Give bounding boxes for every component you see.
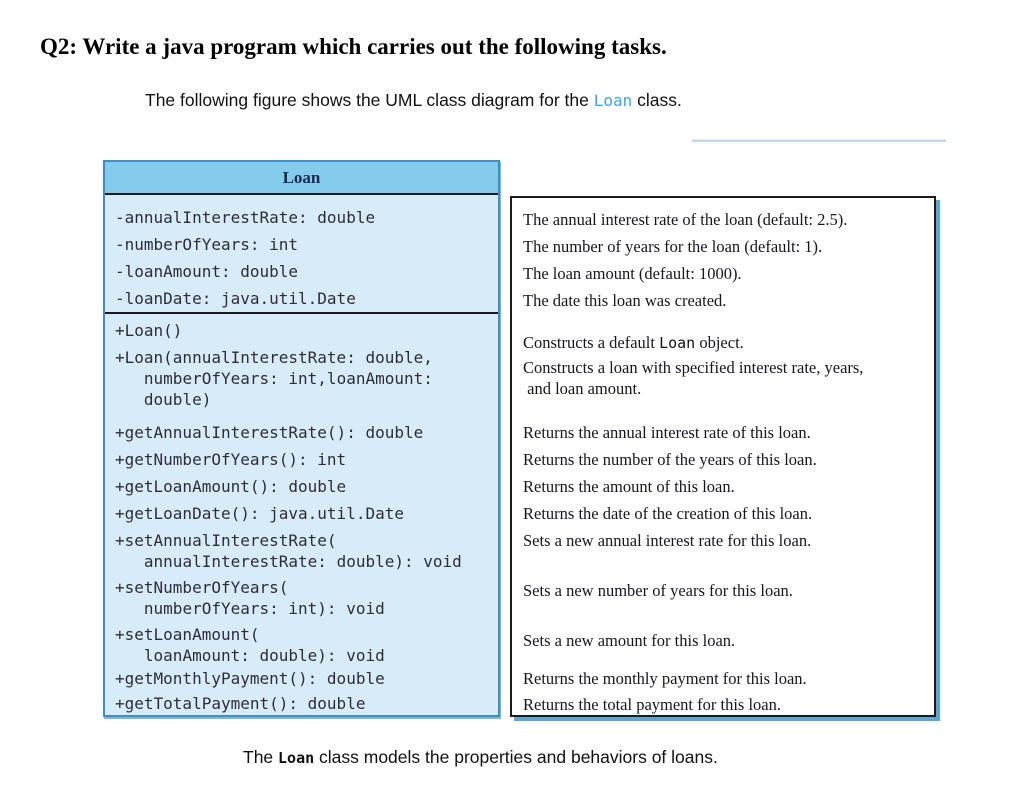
description-row: Sets a new amount for this loan.: [523, 630, 930, 652]
loan-class-reference: Loan: [593, 91, 633, 110]
figure-intro-suffix: class.: [632, 90, 682, 110]
description-box: The annual interest rate of the loan (de…: [510, 196, 936, 717]
description-row: Returns the date of the creation of this…: [523, 503, 930, 525]
description-text: Sets a new annual interest rate for this…: [523, 531, 812, 550]
description-row: Sets a new annual interest rate for this…: [523, 530, 930, 552]
uml-class-name: Loan: [105, 162, 498, 195]
description-row: Returns the total payment for this loan.: [523, 694, 930, 716]
description-row: The loan amount (default: 1000).: [523, 263, 930, 285]
description-text: Constructs a loan with specified interes…: [523, 358, 864, 398]
description-row: The annual interest rate of the loan (de…: [523, 209, 930, 231]
description-row: Constructs a loan with specified interes…: [523, 357, 930, 400]
description-row: The number of years for the loan (defaul…: [523, 236, 930, 258]
description-text: Returns the annual interest rate of this…: [523, 423, 811, 442]
uml-attribute: -annualInterestRate: double: [115, 208, 376, 227]
uml-class-box: Loan -annualInterestRate: double -number…: [103, 160, 500, 717]
description-text: The loan amount (default: 1000).: [523, 264, 742, 283]
uml-attribute: -loanDate: java.util.Date: [115, 289, 356, 308]
description-text: Returns the number of the years of this …: [523, 450, 817, 469]
description-text: The number of years for the loan (defaul…: [523, 237, 823, 256]
description-text: Sets a new amount for this loan.: [523, 631, 736, 650]
inline-code: Loan: [659, 334, 696, 352]
uml-section-separator: [105, 312, 498, 314]
description-text: Returns the date of the creation of this…: [523, 504, 813, 523]
caption-suffix: class models the properties and behavior…: [314, 747, 718, 767]
uml-method: +getLoanDate(): java.util.Date: [115, 504, 404, 523]
uml-method: +getTotalPayment(): double: [115, 694, 366, 713]
description-text: The annual interest rate of the loan (de…: [523, 210, 848, 229]
description-text: The date this loan was created.: [523, 291, 727, 310]
description-text: Returns the monthly payment for this loa…: [523, 669, 807, 688]
uml-method: +Loan(): [115, 321, 183, 340]
description-text: Returns the total payment for this loan.: [523, 695, 781, 714]
uml-method: +setAnnualInterestRate( annualInterestRa…: [115, 531, 462, 571]
figure-caption: The Loan class models the properties and…: [243, 747, 718, 768]
description-text: object.: [695, 333, 744, 352]
uml-method: +setNumberOfYears( numberOfYears: int): …: [115, 578, 385, 618]
description-row: Sets a new number of years for this loan…: [523, 580, 930, 602]
description-row: Returns the monthly payment for this loa…: [523, 668, 930, 690]
uml-method: +Loan(annualInterestRate: double, number…: [115, 348, 433, 409]
uml-attribute: -loanAmount: double: [115, 262, 299, 281]
description-text: Returns the amount of this loan.: [523, 477, 735, 496]
decorative-divider-line: [692, 140, 946, 142]
question-title: Q2: Write a java program which carries o…: [40, 34, 667, 59]
description-row: Returns the amount of this loan.: [523, 476, 930, 498]
description-row: The date this loan was created.: [523, 290, 930, 312]
figure-intro-text: The following figure shows the UML class…: [145, 90, 682, 111]
description-text: Constructs a default: [523, 333, 660, 352]
description-text: Sets a new number of years for this loan…: [523, 581, 793, 600]
uml-method: +getMonthlyPayment(): double: [115, 669, 385, 688]
description-row: Returns the annual interest rate of this…: [523, 422, 930, 444]
figure-intro-prefix: The following figure shows the UML class…: [145, 90, 594, 110]
caption-prefix: The: [243, 747, 279, 767]
loan-class-reference: Loan: [278, 749, 315, 767]
description-row: Returns the number of the years of this …: [523, 449, 930, 471]
uml-method: +setLoanAmount( loanAmount: double): voi…: [115, 625, 385, 665]
uml-attribute: -numberOfYears: int: [115, 235, 299, 254]
uml-method: +getNumberOfYears(): int: [115, 450, 347, 469]
uml-method: +getAnnualInterestRate(): double: [115, 423, 424, 442]
description-row: Constructs a default Loan object.: [523, 332, 930, 354]
uml-method: +getLoanAmount(): double: [115, 477, 347, 496]
